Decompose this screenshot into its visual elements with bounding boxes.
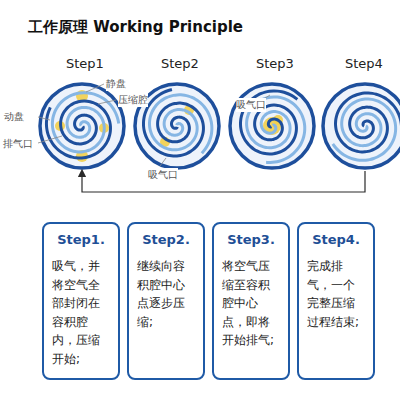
part-label: 动盘: [4, 110, 24, 124]
scroll-spiral: [40, 84, 124, 168]
step-box: Step3. 将空气压缩至容积腔中心点，即将开始排气;: [212, 222, 290, 380]
part-label: 压缩腔: [118, 93, 148, 107]
step-heading: Step3.: [222, 232, 280, 247]
part-label: 吸气口: [148, 168, 178, 182]
scroll-spiral: [230, 84, 314, 168]
step-box: Step2. 继续向容积腔中心点逐步压缩;: [127, 222, 205, 380]
cycle-arrow: [82, 171, 365, 192]
step-box: Step1. 吸气，并将空气全部封闭在容积腔内，压缩开始;: [42, 222, 120, 380]
step-description: 继续向容积腔中心点逐步压缩;: [137, 257, 195, 331]
step-label: Step1: [66, 56, 104, 71]
step-heading: Step1.: [52, 232, 110, 247]
step-description: 吸气，并将空气全部封闭在容积腔内，压缩开始;: [52, 257, 110, 369]
step-description: 完成排气，一个完整压缩过程结束;: [307, 257, 365, 331]
step-label: Step3: [256, 56, 294, 71]
step-heading: Step2.: [137, 232, 195, 247]
title: 工作原理 Working Principle: [28, 18, 243, 37]
step-label: Step2: [161, 56, 199, 71]
leader-lines: [38, 84, 270, 166]
part-label: 排气口: [3, 137, 33, 151]
part-label: 静盘: [106, 77, 126, 91]
step-box: Step4. 完成排气，一个完整压缩过程结束;: [297, 222, 375, 380]
part-label: 吸气口: [236, 98, 266, 112]
step-label: Step4: [345, 56, 383, 71]
step-description: 将空气压缩至容积腔中心点，即将开始排气;: [222, 257, 280, 350]
scroll-spiral: [323, 84, 400, 168]
step-heading: Step4.: [307, 232, 365, 247]
